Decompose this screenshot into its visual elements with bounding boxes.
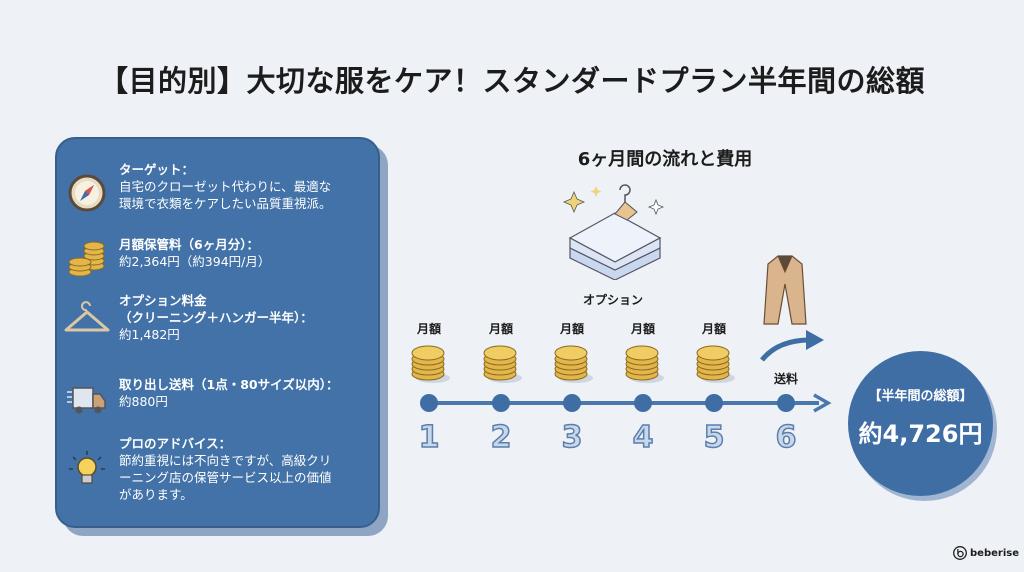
truck-icon	[67, 387, 106, 414]
hanger-icon	[64, 301, 110, 332]
option-fee-heading: オプション料金	[119, 293, 207, 308]
compass-icon	[68, 174, 106, 212]
target-heading: ターゲット：	[119, 162, 195, 177]
step-number: 3	[561, 419, 583, 456]
monthly-label: 月額	[630, 322, 655, 336]
info-panel: ターゲット： 自宅のクローゼット代わりに、最適な 環境で衣類をケアしたい品質重視…	[55, 137, 380, 528]
target-line: 自宅のクローゼット代わりに、最適な	[119, 179, 332, 194]
total-value: 約4,726円	[858, 420, 983, 448]
timeline-line	[429, 401, 819, 405]
advice-heading: プロのアドバイス：	[119, 436, 232, 451]
curved-arrow-icon	[760, 330, 824, 362]
page-title: 【目的別】大切な服をケア！スタンダードプラン半年間の総額	[98, 64, 925, 98]
option-fee-subheading: （クリーニング＋ハンガー半年）：	[119, 310, 313, 325]
coin-stack-icon	[696, 345, 735, 383]
option-label: オプション	[583, 293, 644, 307]
coin-stack-icon	[554, 345, 593, 383]
timeline-dot	[705, 394, 723, 412]
monthly-label: 月額	[488, 322, 513, 336]
step-number: 6	[775, 419, 797, 456]
advice-line: があります。	[119, 487, 193, 502]
coin-stack-icon	[411, 345, 450, 383]
total-circle: 【半年間の総額】 約4,726円	[848, 351, 993, 496]
shipping-label: 送料	[773, 372, 798, 386]
flow-title: 6ヶ月間の流れと費用	[577, 149, 753, 170]
coins-icon	[68, 241, 105, 277]
timeline-dot	[492, 394, 510, 412]
logo-mark-icon	[953, 546, 967, 560]
shipping-value: 約880円	[119, 394, 168, 409]
timeline-dot	[563, 394, 581, 412]
advice-line: ーニング店の保管サービス以上の価値	[119, 470, 332, 485]
folded-shirt-icon	[562, 184, 665, 280]
timeline-dot	[420, 394, 438, 412]
timeline-dot	[777, 394, 795, 412]
coat-icon	[763, 255, 807, 325]
shipping-heading: 取り出し送料（1点・80サイズ以内）：	[119, 377, 339, 392]
timeline-dot	[634, 394, 652, 412]
brand-logo: beberise	[953, 546, 1019, 560]
monthly-fee-heading: 月額保管料（6ヶ月分）：	[119, 237, 259, 252]
coin-stack-icon	[625, 345, 664, 383]
advice-line: 節約重視には不向きですが、高級クリ	[119, 453, 332, 468]
monthly-label: 月額	[416, 322, 441, 336]
step-number: 5	[703, 419, 725, 456]
monthly-fee-value: 約2,364円（約394円/月）	[119, 254, 271, 269]
timeline-arrowhead-icon	[813, 393, 832, 413]
total-label: 【半年間の総額】	[868, 389, 973, 404]
lightbulb-icon	[69, 451, 105, 484]
coin-stack-icon	[483, 345, 522, 383]
option-fee-value: 約1,482円	[119, 327, 180, 342]
monthly-label: 月額	[559, 322, 584, 336]
monthly-label: 月額	[701, 322, 726, 336]
step-number: 2	[490, 419, 512, 456]
step-number: 4	[632, 419, 654, 456]
logo-text: beberise	[970, 547, 1019, 559]
step-number: 1	[418, 419, 440, 456]
target-line: 環境で衣類をケアしたい品質重視派。	[119, 196, 332, 211]
